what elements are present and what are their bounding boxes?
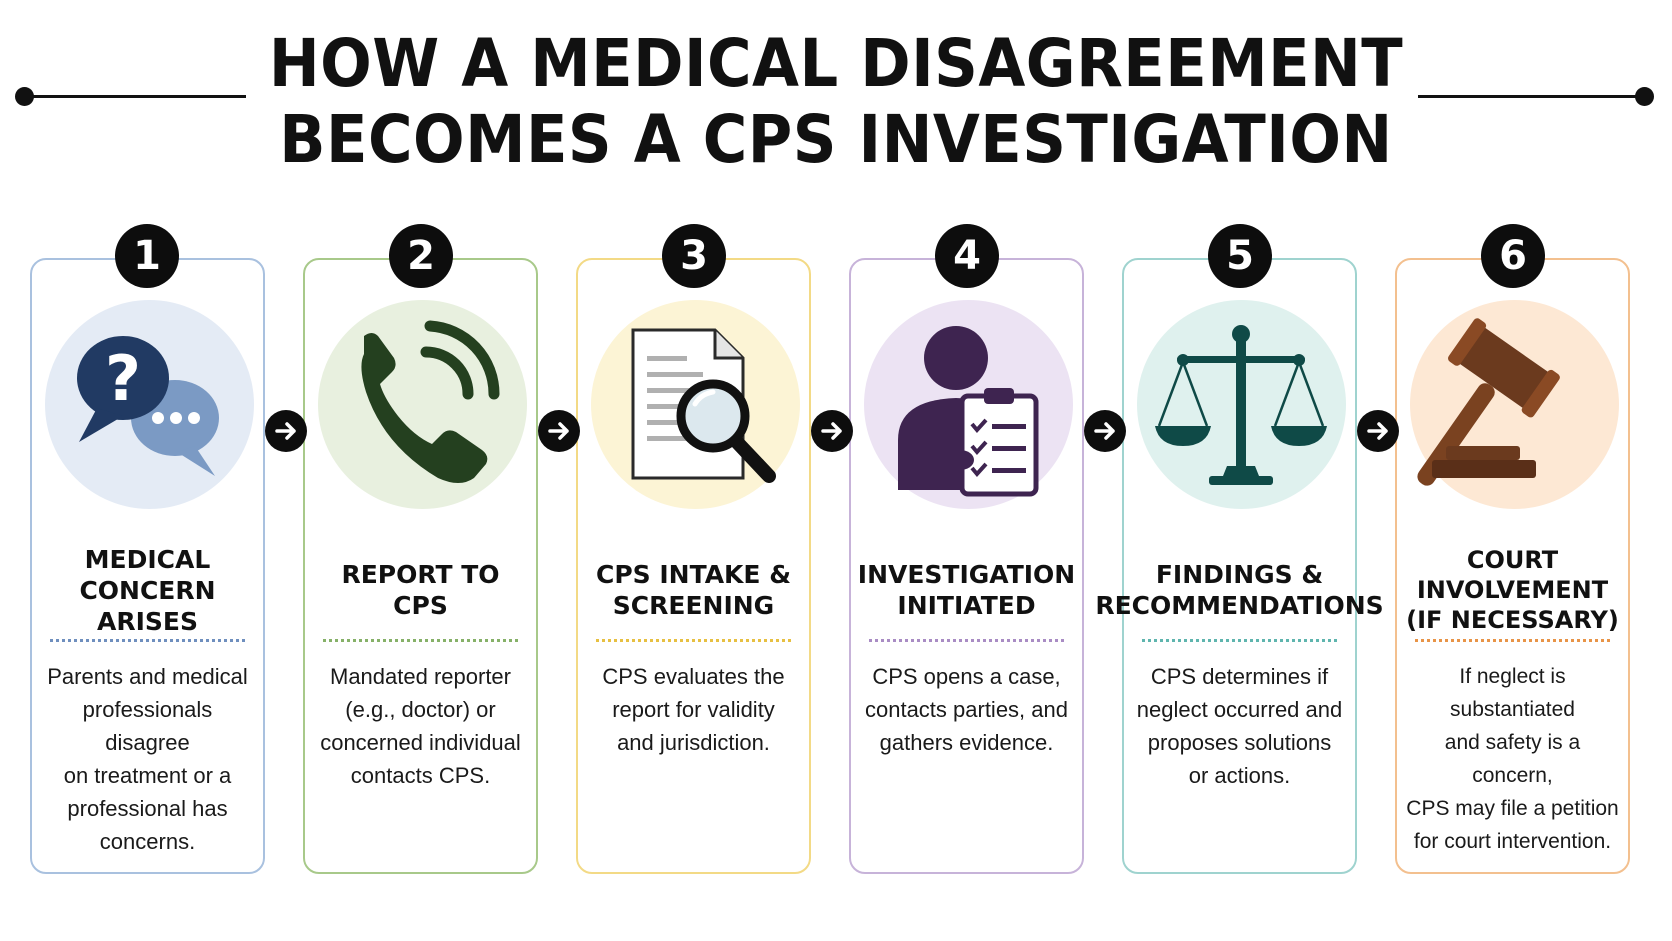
icon-circle-5 bbox=[1137, 300, 1346, 509]
right-decoration-dot bbox=[1635, 87, 1654, 106]
step-card-1: ? MEDICAL CONCERN ARISES Parents and med… bbox=[30, 258, 265, 874]
step-description-3: CPS evaluates the report for validity an… bbox=[602, 664, 785, 755]
step-number-badge-2: 2 bbox=[389, 224, 453, 288]
icon-circle-6 bbox=[1410, 300, 1619, 509]
step-title-3: CPS INTAKE & SCREENING bbox=[595, 560, 792, 620]
step-title-2: REPORT TO CPS bbox=[341, 560, 500, 620]
icon-circle-3 bbox=[591, 300, 800, 509]
step-card-6: COURT INVOLVEMENT (IF NECESSARY) If negl… bbox=[1395, 258, 1630, 874]
step-divider-4 bbox=[869, 639, 1064, 642]
step-card-4: INVESTIGATION INITIATED CPS opens a case… bbox=[849, 258, 1084, 874]
right-decoration-line bbox=[1418, 95, 1644, 98]
gavel-icon bbox=[1417, 318, 1560, 486]
step-card-3: CPS INTAKE & SCREENING CPS evaluates the… bbox=[576, 258, 811, 874]
step-number-badge-6: 6 bbox=[1481, 224, 1545, 288]
page-title: HOW A MEDICAL DISAGREEMENT BECOMES A CPS… bbox=[0, 26, 1672, 178]
icon-circle-4 bbox=[864, 300, 1073, 509]
arrow-right-icon bbox=[1094, 422, 1115, 440]
arrow-right-icon bbox=[275, 422, 296, 440]
investigator-clipboard-icon bbox=[898, 326, 1039, 497]
icon-circle-2 bbox=[318, 300, 527, 509]
step-description-5: CPS determines if neglect occurred and p… bbox=[1136, 664, 1343, 788]
phone-icon bbox=[361, 320, 500, 483]
icon-circle-1: ? bbox=[45, 300, 254, 509]
scales-of-justice-icon bbox=[1155, 325, 1327, 485]
step-card-5: FINDINGS & RECOMMENDATIONS CPS determine… bbox=[1095, 258, 1384, 874]
flow-arrow-3 bbox=[811, 410, 853, 452]
step-title-1: MEDICAL CONCERN ARISES bbox=[79, 544, 216, 636]
left-decoration-line bbox=[24, 95, 246, 98]
step-title-5: FINDINGS & RECOMMENDATIONS bbox=[1095, 560, 1384, 620]
flow-arrow-2 bbox=[538, 410, 580, 452]
step-number-badge-1: 1 bbox=[115, 224, 179, 288]
arrow-right-icon bbox=[548, 422, 569, 440]
svg-text:?: ? bbox=[105, 342, 141, 415]
step-divider-2 bbox=[323, 639, 518, 642]
arrow-right-icon bbox=[1367, 422, 1388, 440]
flow-arrow-5 bbox=[1357, 410, 1399, 452]
step-number-badge-5: 5 bbox=[1208, 224, 1272, 288]
flow-arrow-1 bbox=[265, 410, 307, 452]
flow-arrow-4 bbox=[1084, 410, 1126, 452]
step-number-badge-3: 3 bbox=[662, 224, 726, 288]
step-number-badge-4: 4 bbox=[935, 224, 999, 288]
step-divider-5 bbox=[1142, 639, 1337, 642]
step-description-1: Parents and medical professionals disagr… bbox=[47, 664, 248, 854]
title-line-1: HOW A MEDICAL DISAGREEMENT bbox=[268, 25, 1404, 102]
title-line-2: BECOMES A CPS INVESTIGATION bbox=[279, 101, 1393, 178]
arrow-right-icon bbox=[821, 422, 842, 440]
step-divider-1 bbox=[50, 639, 245, 642]
step-description-4: CPS opens a case, contacts parties, and … bbox=[864, 664, 1068, 755]
document-magnifier-icon bbox=[631, 328, 776, 483]
step-description-6: If neglect is substantiated and safety i… bbox=[1406, 665, 1619, 853]
step-card-2: REPORT TO CPS Mandated reporter (e.g., d… bbox=[303, 258, 538, 874]
step-divider-6 bbox=[1415, 639, 1610, 642]
step-title-6: COURT INVOLVEMENT (IF NECESSARY) bbox=[1406, 546, 1619, 634]
step-divider-3 bbox=[596, 639, 791, 642]
question-chat-bubbles-icon: ? bbox=[77, 336, 219, 476]
step-title-4: INVESTIGATION INITIATED bbox=[857, 560, 1076, 620]
step-description-2: Mandated reporter (e.g., doctor) or conc… bbox=[320, 664, 521, 788]
